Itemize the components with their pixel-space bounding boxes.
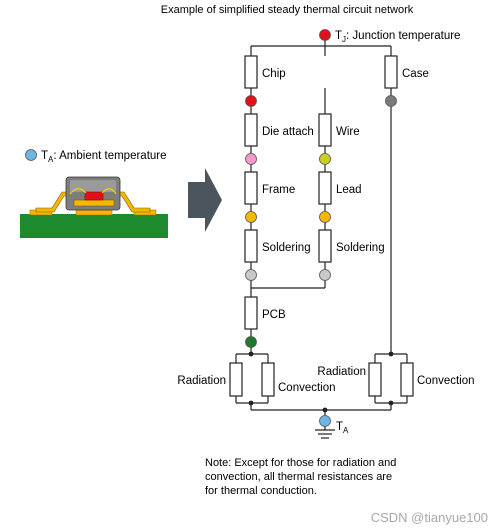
resistor-chip (244, 55, 258, 89)
junction-dot-left (248, 351, 254, 357)
junction-temperature-node (319, 29, 331, 41)
node-case-bottom (385, 95, 397, 107)
junction-symbol: T (335, 30, 342, 42)
resistor-lead-label: Lead (336, 184, 362, 196)
resistor-convection-left (261, 362, 275, 397)
junction-dot-left-bottom (248, 400, 254, 406)
ground-label: TA (336, 421, 349, 435)
resistor-lead (318, 171, 332, 205)
center-solder-pad (75, 209, 113, 216)
svg-text:TA: Ambient temperature: TA: Ambient temperature (41, 150, 167, 164)
ground-subscript: A (343, 426, 349, 435)
bond-wire-right (101, 188, 117, 195)
resistor-frame (244, 171, 258, 205)
junction-label-text: : Junction temperature (346, 30, 460, 42)
resistor-pcb-label: PCB (262, 309, 286, 321)
bond-wire-left (69, 188, 87, 195)
node-frame-top (245, 153, 257, 165)
junction-dot-ground (322, 407, 328, 413)
resistor-soldering-left-label: Soldering (262, 242, 311, 254)
resistor-radiation-left (229, 362, 243, 397)
die-frame (73, 199, 115, 207)
chip-die (84, 191, 104, 201)
resistor-soldering-mid (318, 229, 332, 263)
resistor-wire-label: Wire (336, 126, 360, 138)
resistor-wire (318, 113, 332, 147)
node-pcb-bottom (245, 336, 257, 348)
junction-dot-right-bottom (388, 400, 394, 406)
package-highlight (70, 180, 116, 192)
node-soldering-mid-top (319, 211, 331, 223)
transition-arrow-icon (188, 168, 222, 232)
ambient-symbol: T (41, 150, 48, 162)
resistor-pcb (244, 296, 258, 330)
node-lead-top (319, 153, 331, 165)
resistor-soldering-left (244, 229, 258, 263)
ambient-ground-node (319, 415, 331, 427)
pcb-board (20, 214, 168, 238)
node-pcb-top (245, 269, 257, 281)
junction-subscript: J (342, 35, 346, 44)
resistor-die-attach-label: Die attach (262, 126, 314, 138)
ambient-node (25, 149, 37, 161)
resistor-convection-right-label: Convection (417, 375, 475, 387)
node-soldering-mid-bottom (319, 269, 331, 281)
note-line-1: Note: Except for those for radiation and (205, 457, 396, 469)
diagram-title: Example of simplified steady thermal cir… (161, 4, 414, 16)
resistor-case-label: Case (402, 68, 429, 80)
resistor-soldering-mid-label: Soldering (336, 242, 385, 254)
resistor-convection-left-label: Convection (278, 382, 336, 394)
resistor-radiation-right (368, 362, 382, 397)
resistor-radiation-left-label: Radiation (177, 375, 226, 387)
resistor-frame-label: Frame (262, 184, 295, 196)
ambient-subscript: A (48, 155, 54, 164)
ambient-label: : Ambient temperature (53, 150, 166, 162)
ambient-legend: TA: Ambient temperature (25, 149, 167, 164)
watermark: CSDN @tianyue100 (371, 510, 488, 525)
resistor-case (384, 55, 398, 89)
package-illustration (20, 176, 168, 238)
resistor-die-attach (244, 113, 258, 147)
node-soldering-top (245, 211, 257, 223)
resistor-chip-label: Chip (262, 68, 286, 80)
junction-dot-right (388, 351, 394, 357)
ground-symbol: T (336, 421, 343, 433)
note-line-3: for thermal conduction. (205, 485, 317, 497)
resistor-convection-right (400, 362, 414, 397)
junction-temperature-label: TJ: Junction temperature (335, 30, 460, 44)
node-die-top (245, 95, 257, 107)
ground-icon (315, 429, 335, 439)
resistor-radiation-right-label: Radiation (317, 366, 366, 378)
note-line-2: convection, all thermal resistances are (205, 471, 392, 483)
